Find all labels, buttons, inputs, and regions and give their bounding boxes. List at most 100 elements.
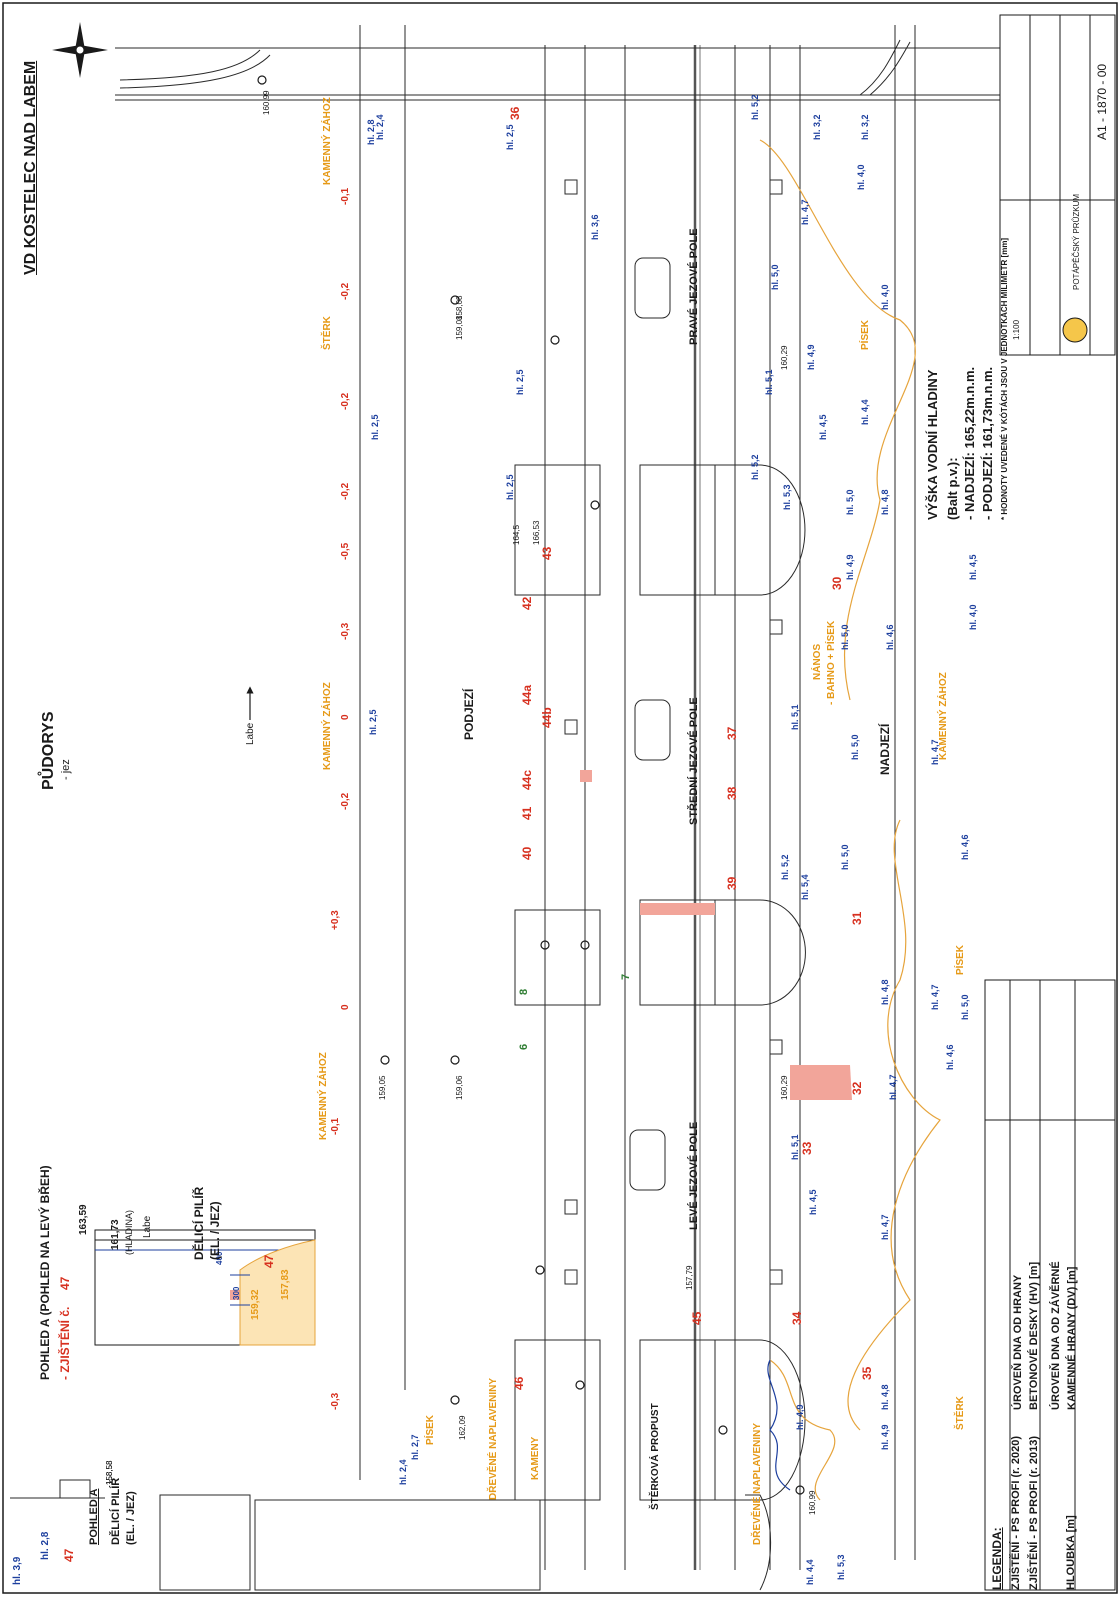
material-wood-2: DŘEVĚNÉ NAPLAVENINY [752,1422,763,1545]
depth-label: hl. 4,8 [880,489,890,515]
inset-dim2: 300 [232,1286,241,1300]
depth-label: hl. 3,2 [860,114,870,140]
inset-elev-top: 163,59 [78,1204,89,1235]
main-title: VD KOSTELEC NAD LABEM [22,60,39,275]
downstream-bed-level: -0,3 [340,622,351,640]
downstream-bed-level: -0,2 [340,282,351,300]
downstream-bed-level: -0,3 [330,1392,341,1410]
depth-label: hl. 4,7 [800,199,810,225]
material-sand-3: PÍSEK [955,944,966,975]
plan-title: PŮDORYS [40,711,57,790]
depth-label: hl. 4,7 [888,1074,898,1100]
depth-label: hl. 4,9 [806,344,816,370]
water-level-up: - NADJEZÍ: 165,22m.n.m. [962,366,977,520]
depth-label: hl. 4,0 [880,284,890,310]
depth-label: hl. 4,5 [968,554,978,580]
inset-pier-title: DĚLICÍ PILÍŘ [192,1186,206,1260]
depth-label: hl. 5,0 [850,734,860,760]
depth-label: hl. 5,2 [750,454,760,480]
finding-2020: 41 [520,806,534,820]
legend-box [984,979,1116,1591]
downstream-bed-level: -0,2 [340,792,351,810]
finding-2013: 7 [620,973,632,980]
water-level-down: - PODJEZÍ: 161,73m.n.m. [980,366,995,520]
depth-label: hl. 5,3 [782,484,792,510]
legend-desc-4: KAMENNÉ HRANY (DV) [m] [1066,1266,1078,1410]
left-finding: 47 [62,1548,76,1562]
depth-label: hl. 2,4 [375,114,385,140]
depth-label: hl. 4,7 [930,739,940,765]
material-deposit: NÁNOS [812,643,823,680]
depth-label: hl. 4,4 [805,1559,815,1585]
left-depth-2: hl. 2,8 [40,1531,51,1560]
material-stone-1: KAMENNÝ ZÁHOZ [322,97,333,185]
finding-2013: 8 [518,988,530,995]
depth-label: hl. 4,5 [808,1189,818,1215]
depth-label: hl. 2,4 [398,1459,408,1485]
finding-2020: 43 [540,546,554,560]
elevation-point: 160,29 [780,345,789,370]
depth-label: hl. 5,3 [836,1554,846,1580]
downstream-bed-level: -0,2 [340,482,351,500]
depth-label: hl. 3,6 [590,214,600,240]
zone-podjezi: PODJEZÍ [462,688,476,740]
title-block [999,14,1116,356]
finding-2020: 46 [512,1376,526,1390]
left-weir-field: LEVÉ JEZOVÉ POLE [688,1121,700,1230]
finding-2020: 45 [690,1311,704,1325]
downstream-bed-level: +0,3 [330,910,341,930]
material-wood-1: DŘEVĚNÉ NAPLAVENINY [488,1377,499,1500]
drawing-scale: 1:100 [1012,319,1021,340]
finding-2020: 35 [860,1366,874,1380]
elevation-point: 158,08 [455,295,464,320]
middle-weir-field: STŘEDNÍ JEZOVÉ POLE [688,697,700,825]
inset-labe: Labe [142,1215,153,1238]
right-weir-field: PRAVÉ JEZOVÉ POLE [688,228,700,345]
material-sand-1: PÍSEK [425,1414,436,1445]
depth-label: hl. 3,2 [812,114,822,140]
finding-2020: 36 [508,106,522,120]
elevation-marker-icons [257,75,805,1495]
legend-row-2013: ZJIŠTĚNÍ - PS PROFI (r. 2013) [1028,1435,1040,1590]
depth-label: hl. 5,4 [800,874,810,900]
depth-label: hl. 2,5 [515,369,525,395]
plan-subtitle: - jez [60,759,72,780]
left-pier-sub: (EL. / JEZ) [125,1491,137,1545]
water-levels-note: * HODNOTY UVEDENÉ V KÓTÁCH JSOU V JEDNOT… [1000,237,1009,520]
legend-desc-2: BETONOVÉ DESKY (HV) [m] [1028,1261,1040,1410]
finding-areas [230,770,852,1300]
elevation-point: 159,06 [455,1075,464,1100]
weir-bridge-elev: 166,53 [532,520,541,545]
depth-label: hl. 4,9 [880,1424,890,1450]
elevation-point: 159,05 [378,1075,387,1100]
depth-label: hl. 4,8 [880,1384,890,1410]
legend-desc-1: ÚROVEŇ DNA OD HRANY [1012,1274,1024,1410]
elevation-point: 162,09 [458,1415,467,1440]
depth-label: hl. 4,4 [860,399,870,425]
depth-label: hl. 5,1 [764,369,774,395]
elevation-point: 160,99 [808,1490,817,1515]
material-stone-2: KAMENNÝ ZÁHOZ [322,682,333,770]
material-gravel-2: ŠTĚRK [955,1396,966,1430]
depth-label: hl. 4,5 [818,414,828,440]
left-view-label: POHLED A [88,1488,100,1545]
water-levels-title: VÝŠKA VODNÍ HLADINY [925,369,940,520]
material-stones: KAMENY [530,1436,541,1480]
water-levels-subtitle: (Balt p.v.): [945,457,960,520]
depth-label: hl. 4,8 [880,979,890,1005]
depth-label: hl. 5,1 [790,1134,800,1160]
inset-view-a [94,1229,316,1346]
gravel-pass: ŠTĚRKOVÁ PROPUST [650,1403,661,1510]
depth-label: hl. 2,5 [505,474,515,500]
finding-2020: 34 [790,1311,804,1325]
depth-label: hl. 4,9 [845,554,855,580]
depth-label: hl. 2,5 [505,124,515,150]
depth-label: hl. 5,0 [770,264,780,290]
legend-title: LEGENDA: [990,1527,1004,1590]
depth-label: hl. 5,0 [845,489,855,515]
depth-label: hl. 5,0 [840,624,850,650]
depth-label: hl. 4,7 [930,984,940,1010]
inset-finding-no: 47 [58,1276,72,1290]
material-gravel-1: ŠTĚRK [322,316,333,350]
downstream-bed-level: -0,1 [340,187,351,205]
